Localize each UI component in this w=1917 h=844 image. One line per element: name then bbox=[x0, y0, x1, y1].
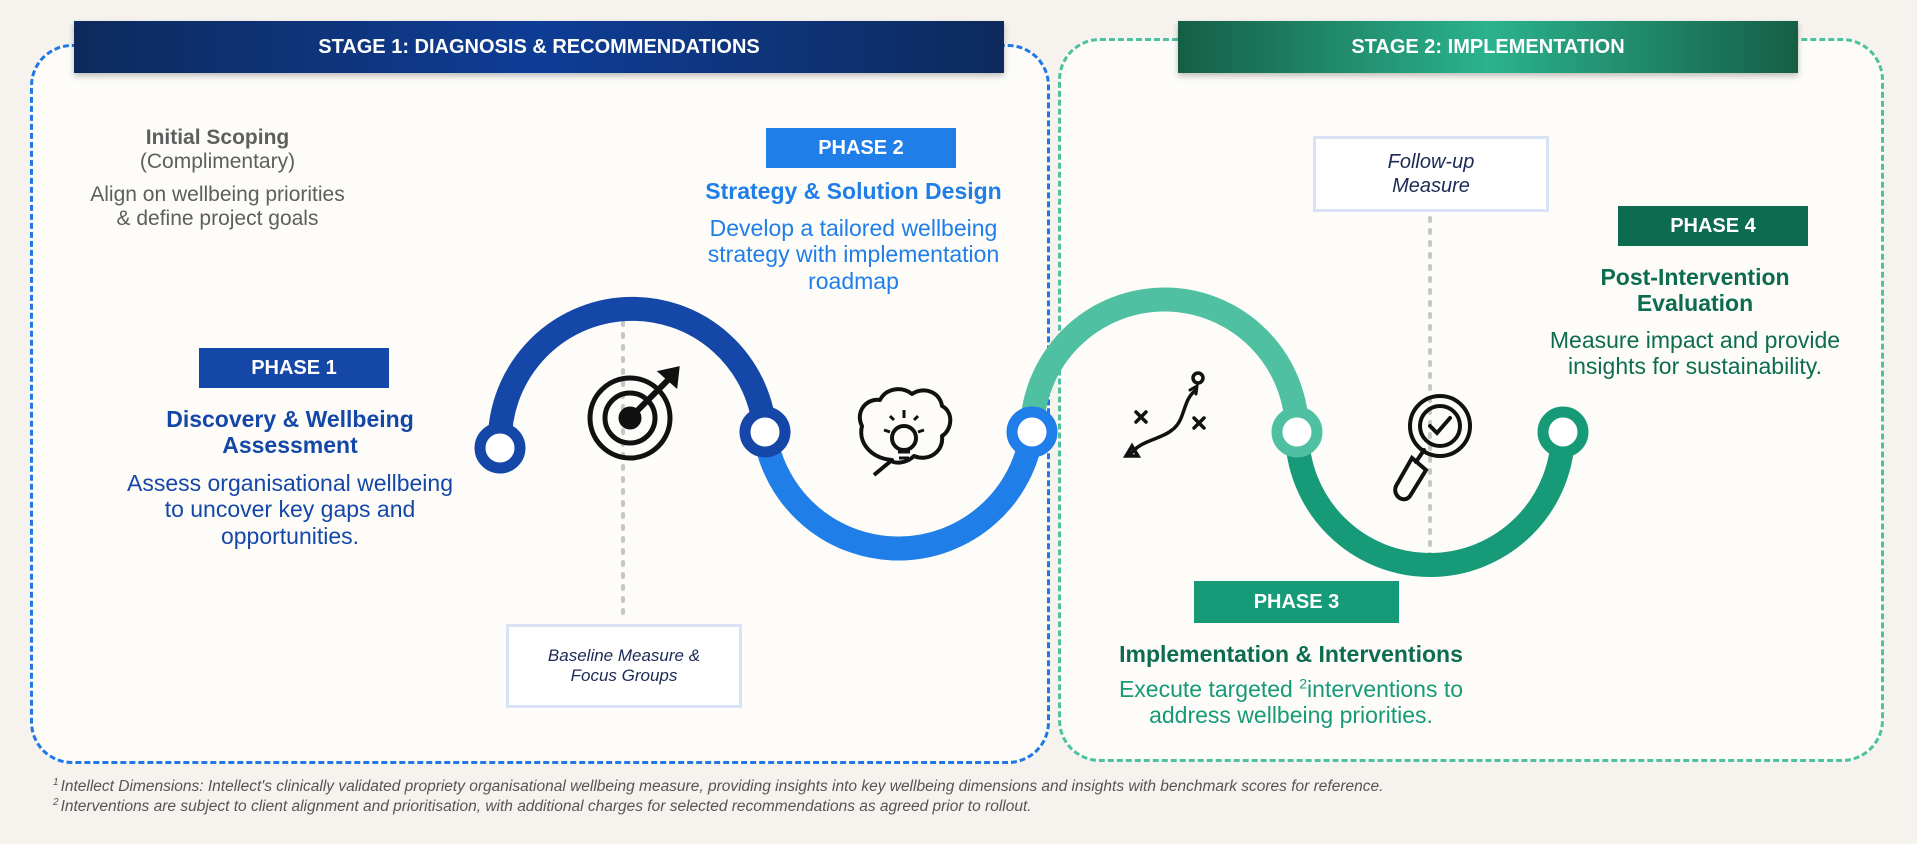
phase3-desc-part1: Execute targeted bbox=[1118, 676, 1293, 702]
baseline-measure-box: Baseline Measure & Focus Groups bbox=[506, 624, 742, 708]
phase3-badge: PHASE 3 bbox=[1194, 581, 1399, 623]
baseline-line1: Baseline Measure & bbox=[547, 645, 701, 665]
footnote-2-mark: 2 bbox=[53, 797, 59, 808]
phase1-title-line1: Discovery & Wellbeing bbox=[166, 406, 414, 432]
phase4-title-line2: Evaluation bbox=[1636, 290, 1754, 317]
phase4-badge-label: PHASE 4 bbox=[1670, 214, 1756, 237]
wave-node-3 bbox=[1006, 406, 1058, 458]
phase1-desc-line2: to uncover key gaps and bbox=[164, 496, 416, 523]
phase4-desc-line1: Measure impact and provide bbox=[1549, 327, 1841, 353]
phase2-desc-line3: roadmap bbox=[808, 267, 899, 294]
footnote-ref-2: 2 bbox=[1299, 675, 1308, 692]
phase2-title: Strategy & Solution Design bbox=[705, 178, 1002, 204]
scoping-desc-line1: Align on wellbeing priorities bbox=[90, 183, 345, 207]
phase2-description: Develop a tailored wellbeing strategy wi… bbox=[676, 215, 1031, 294]
wave-arc-2 bbox=[753, 430, 1044, 561]
phase4-desc-line2: insights for sustainability. bbox=[1568, 353, 1822, 380]
footnote-1-text: Intellect Dimensions: Intellect's clinic… bbox=[60, 778, 1384, 796]
wave-arc-4 bbox=[1285, 431, 1575, 577]
stage1-header: STAGE 1: DIAGNOSIS & RECOMMENDATIONS bbox=[74, 21, 1004, 73]
phase4-badge: PHASE 4 bbox=[1618, 206, 1808, 246]
followup-measure-box: Follow-up Measure bbox=[1313, 136, 1549, 212]
phase2-desc-line2: strategy with implementation bbox=[707, 241, 1000, 268]
phase2-badge-label: PHASE 2 bbox=[818, 136, 904, 159]
phase3-desc-line2: address wellbeing priorities. bbox=[1149, 702, 1433, 729]
phase1-description: Assess organisational wellbeing to uncov… bbox=[100, 470, 480, 549]
phase1-title: Discovery & Wellbeing Assessment bbox=[110, 406, 470, 459]
footnote-1-mark: 1 bbox=[53, 777, 59, 788]
initial-scoping: Initial Scoping (Complimentary) Align on… bbox=[70, 126, 365, 232]
wave-arc-3 bbox=[1020, 287, 1309, 433]
phase1-badge-label: PHASE 1 bbox=[251, 356, 337, 379]
phase3-desc-part2: interventions to bbox=[1307, 676, 1464, 702]
strategy-path-icon bbox=[1122, 371, 1206, 458]
phase3-desc-line1: Execute targeted 2interventions to bbox=[1086, 676, 1496, 702]
stage2-header: STAGE 2: IMPLEMENTATION bbox=[1178, 21, 1798, 73]
phase4-description: Measure impact and provide insights for … bbox=[1520, 327, 1870, 380]
phase2-badge: PHASE 2 bbox=[766, 128, 956, 168]
stage1-title: STAGE 1: DIAGNOSIS & RECOMMENDATIONS bbox=[318, 35, 760, 58]
phase3-badge-label: PHASE 3 bbox=[1253, 590, 1340, 613]
phase4-title-line1: Post-Intervention bbox=[1600, 264, 1790, 290]
target-icon bbox=[587, 366, 680, 461]
followup-line2: Measure bbox=[1392, 175, 1470, 197]
phase2-desc-line1: Develop a tailored wellbeing bbox=[709, 215, 998, 241]
magnifier-check-icon bbox=[1393, 394, 1472, 502]
wave-node-2 bbox=[739, 406, 791, 458]
footnote-2-text: Interventions are subject to client alig… bbox=[60, 798, 1032, 816]
scoping-subtitle: (Complimentary) bbox=[139, 150, 296, 174]
baseline-line2: Focus Groups bbox=[570, 666, 678, 685]
wave-arc-1 bbox=[487, 296, 777, 449]
wave-node-1 bbox=[474, 422, 526, 474]
wave-node-5 bbox=[1537, 406, 1589, 458]
followup-line1: Follow-up bbox=[1387, 151, 1475, 173]
lightbulb-idea-icon bbox=[857, 387, 953, 477]
scoping-desc-line2: & define project goals bbox=[116, 207, 319, 231]
wave-node-4 bbox=[1271, 406, 1323, 458]
phase1-title-line2: Assessment bbox=[222, 432, 358, 459]
phase3-description: Execute targeted 2interventions to addre… bbox=[1086, 676, 1496, 729]
phase4-title: Post-Intervention Evaluation bbox=[1520, 264, 1870, 317]
phase1-badge: PHASE 1 bbox=[199, 348, 389, 388]
phase1-desc-line3: opportunities. bbox=[220, 522, 360, 549]
phase3-title: Implementation & Interventions bbox=[1119, 641, 1463, 667]
scoping-title: Initial Scoping bbox=[145, 126, 290, 149]
stage2-title: STAGE 2: IMPLEMENTATION bbox=[1351, 35, 1625, 58]
phase1-desc-line1: Assess organisational wellbeing bbox=[126, 470, 454, 496]
